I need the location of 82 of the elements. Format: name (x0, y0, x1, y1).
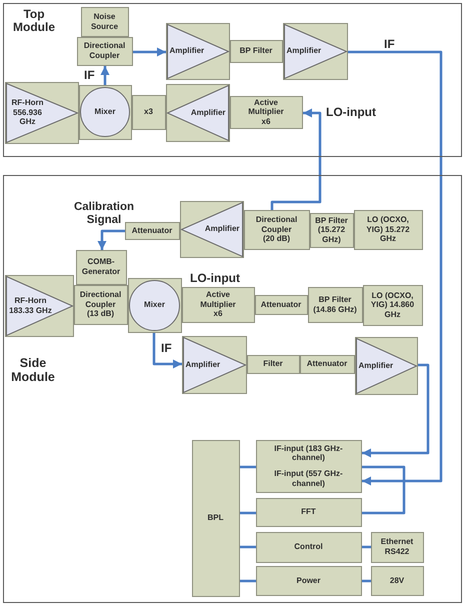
block-label: Mixer (94, 107, 116, 117)
block-label: RF-Horn 556.936 GHz (10, 98, 44, 127)
process-box (256, 566, 362, 596)
process-box (132, 94, 166, 130)
process-box (256, 532, 362, 562)
block-label: Amplifier (358, 360, 394, 370)
block-label: Filter (263, 359, 283, 369)
connector-line (362, 546, 371, 548)
block-label: BP Filter (15.272 GHz) (314, 216, 349, 244)
connector-arrow (348, 50, 442, 486)
connector-arrow (133, 48, 166, 56)
block-label: FFT (301, 507, 316, 517)
process-box (370, 566, 424, 596)
process-box (354, 210, 422, 250)
block-label: Attenuator (260, 300, 302, 310)
block-label: BP Filter (14.86 GHz) (312, 294, 358, 314)
edge-label: LO-input (326, 106, 376, 120)
block-label: BP Filter (240, 46, 272, 56)
block-label: x3 (144, 107, 153, 117)
block-label: Power (296, 576, 320, 586)
block-label: Attenuator (306, 359, 348, 369)
block-label: Attenuator (132, 226, 172, 236)
block-label: IF-input (183 GHz-channel) (273, 444, 344, 463)
block-label: IF-input (557 GHz-channel) (273, 469, 344, 488)
connector-arrow (362, 364, 430, 458)
connector-line (362, 580, 371, 582)
connector-line (240, 466, 256, 468)
block-label: Directional Coupler (82, 41, 126, 61)
connector-line (240, 580, 256, 582)
process-box (256, 440, 362, 492)
block-label: Amplifier (204, 224, 240, 234)
edge-label: IF (384, 38, 395, 52)
signal-label: LO-input (190, 272, 240, 286)
connector-line (240, 512, 256, 514)
process-box (230, 40, 282, 62)
process-box (76, 36, 132, 66)
block-label: Control (294, 542, 323, 552)
connector-arrow (100, 66, 110, 85)
process-box (124, 222, 180, 240)
block-label: Ethernet RS422 (380, 537, 414, 557)
process-box (230, 96, 302, 128)
block-label: Amplifier (186, 360, 220, 370)
process-box (246, 354, 300, 374)
process-box (308, 286, 362, 322)
connector-arrow (270, 108, 322, 210)
process-box (76, 250, 126, 284)
connector-line (362, 466, 406, 514)
process-box (182, 286, 254, 322)
process-box (74, 284, 128, 324)
process-box (300, 354, 354, 374)
block-label: Directional Coupler (20 dB) (256, 215, 298, 244)
block-label: Active Multiplier x6 (199, 290, 237, 319)
connector-arrow (152, 333, 182, 368)
block-label: RF-Horn 183.33 GHz (8, 296, 53, 316)
process-box (192, 440, 240, 596)
process-box (256, 498, 362, 526)
block-label: Active Multiplier x6 (247, 98, 285, 126)
module-title: Side Module (10, 357, 56, 384)
connector-line (240, 546, 256, 548)
process-box (362, 284, 422, 326)
block-label: Amplifier (170, 46, 204, 56)
block-label: Noise Source (90, 12, 120, 32)
edge-label: IF (161, 342, 172, 356)
block-label: Amplifier (286, 46, 322, 56)
process-box (244, 210, 310, 250)
connector-arrow (98, 230, 125, 250)
process-box (370, 532, 424, 562)
block-label: LO (OCXO, YIG) 15.272 GHz (365, 215, 411, 244)
block-label: Directional Coupler (13 dB) (79, 290, 122, 319)
edge-label: IF (84, 69, 95, 82)
block-label: Amplifier (190, 108, 226, 118)
module-title: Top Module (12, 8, 56, 34)
block-label: COMB-Generator (80, 257, 122, 277)
module-panel (3, 3, 462, 157)
edge-label: Calibration Signal (72, 201, 136, 226)
module-panel (3, 175, 462, 603)
process-box (80, 6, 128, 36)
process-box (254, 294, 308, 314)
block-label: LO (OCXO, YIG) 14.860 GHz (370, 290, 416, 320)
block-label: Mixer (144, 300, 165, 310)
block-label: BPL (208, 513, 224, 523)
block-label: 28V (390, 576, 404, 586)
